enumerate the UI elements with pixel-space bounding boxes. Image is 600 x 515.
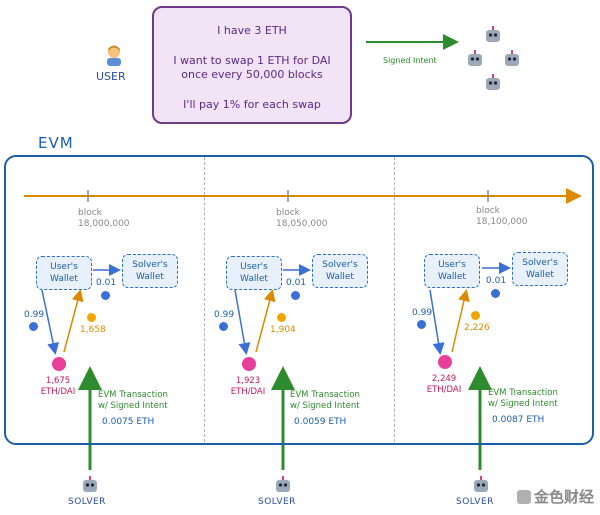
fee-eth-value: 0.01 [96,278,117,288]
user-avatar [103,44,125,70]
robot-icon [484,26,502,44]
solver-robot-icon [274,476,292,494]
dai-out-value: 1,658 [80,325,106,335]
eth-coin-icon [491,289,500,298]
gas-fee: 0.0059 ETH [294,417,347,427]
watermark-logo-icon [516,490,531,504]
uniswap-icon [242,357,256,371]
intent-line-2: I want to swap 1 ETH for DAI [173,54,331,67]
uniswap-icon [438,355,452,369]
eth-in-value: 0.99 [24,310,45,320]
watermark: 金色财经 [516,486,594,507]
solver-label: SOLVER [456,497,494,507]
solver-label: SOLVER [258,497,296,507]
fee-eth-value: 0.01 [486,276,507,286]
dai-coin-icon [87,313,96,322]
robot-icon [503,50,521,68]
panel-divider [204,157,205,442]
intent-line-3: once every 50,000 blocks [181,68,323,81]
signed-intent-label: Signed Intent [383,56,437,65]
dai-out-value: 1,904 [270,325,296,335]
fee-eth-value: 0.01 [286,278,307,288]
eth-coin-icon [219,322,228,331]
evm-frame [4,155,594,445]
dai-coin-icon [471,311,480,320]
panel-divider [394,157,395,442]
robot-icon [466,50,484,68]
solver-robot-icon [81,476,99,494]
intent-line-4: I'll pay 1% for each swap [183,98,321,111]
eth-coin-icon [291,291,300,300]
eth-coin-icon [101,291,110,300]
intent-line-1: I have 3 ETH [217,24,287,37]
evm-title: EVM [38,134,74,152]
dai-out-value: 2,226 [464,323,490,333]
solver-robot-icon [472,476,490,494]
dai-coin-icon [277,313,286,322]
solver-label: SOLVER [68,497,106,507]
gas-fee: 0.0075 ETH [102,417,155,427]
gas-fee: 0.0087 ETH [492,415,545,425]
uniswap-icon [52,357,66,371]
eth-coin-icon [417,320,426,329]
eth-in-value: 0.99 [214,310,235,320]
robot-icon [484,74,502,92]
user-label: USER [96,70,126,83]
eth-coin-icon [29,322,38,331]
intent-box: I have 3 ETH I want to swap 1 ETH for DA… [152,6,352,124]
eth-in-value: 0.99 [412,308,433,318]
